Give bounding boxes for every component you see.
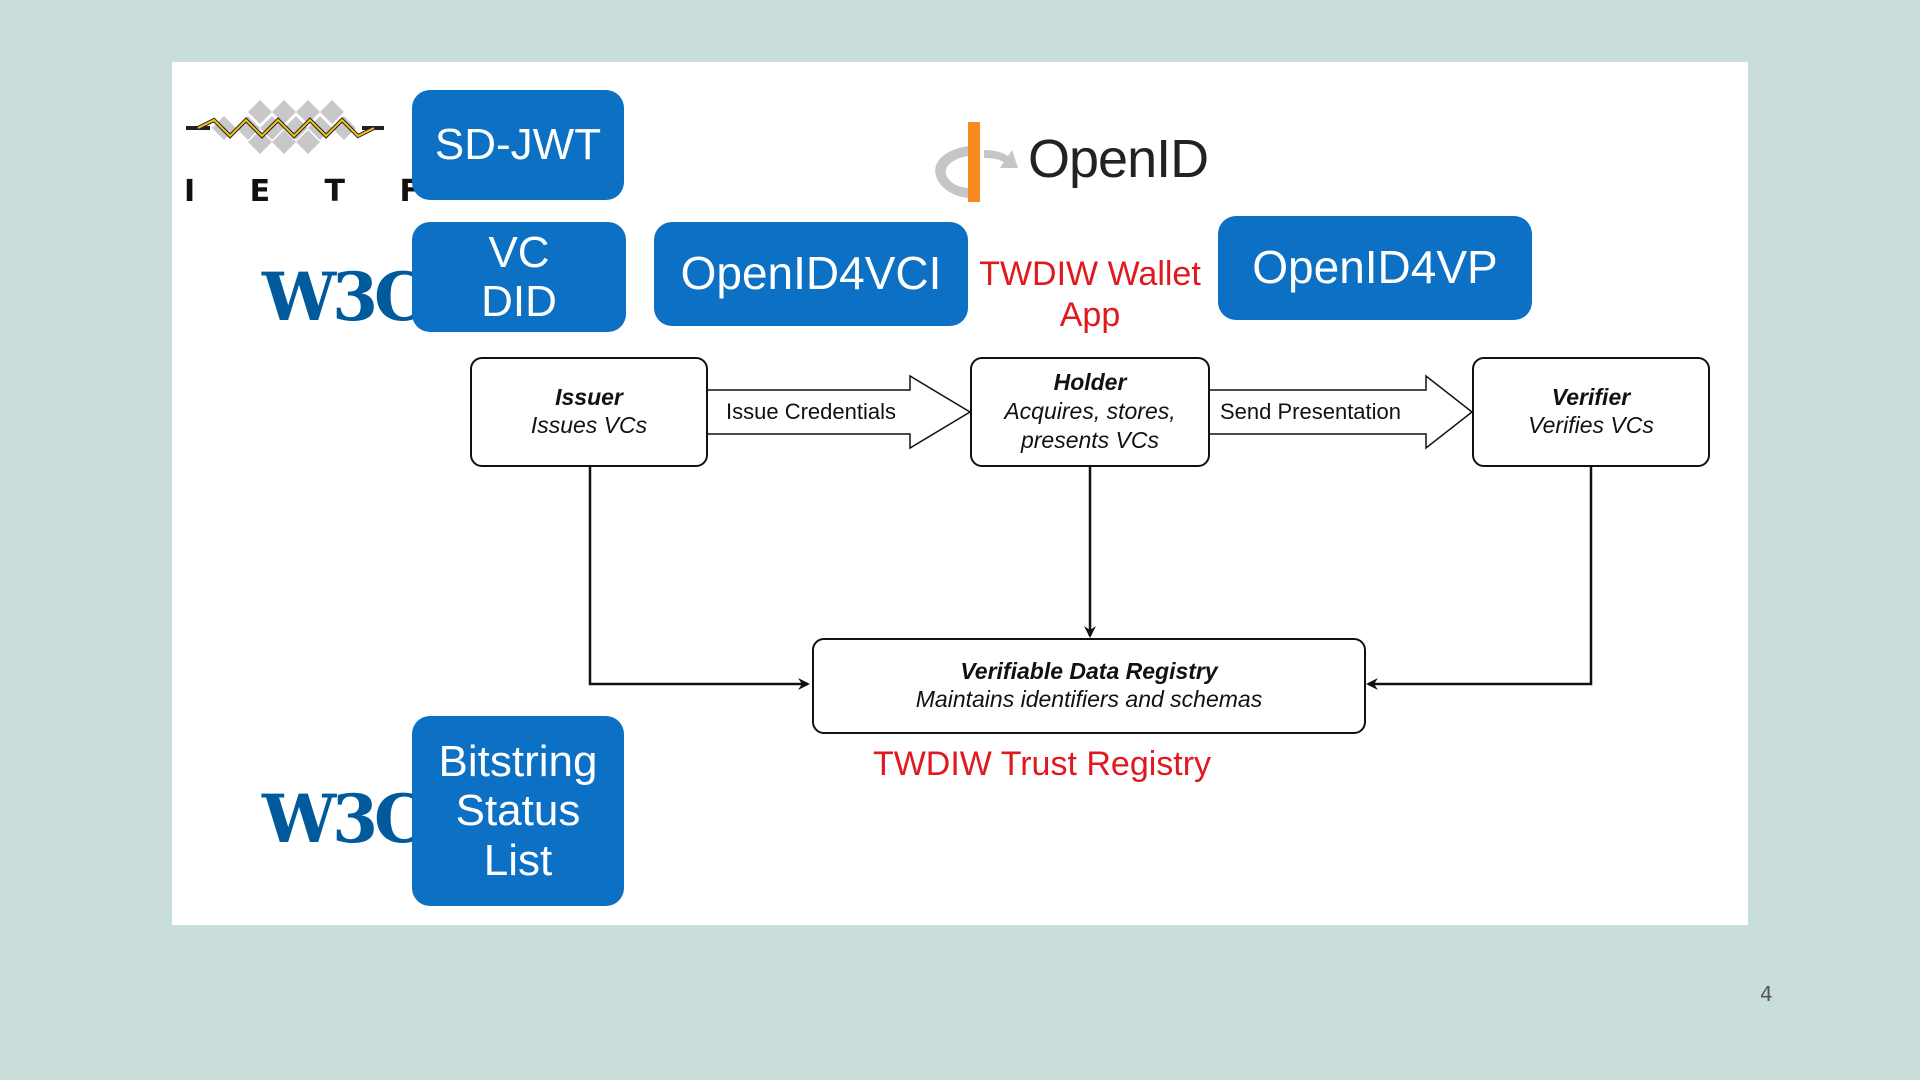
wallet-app-label: TWDIW Wallet App <box>979 255 1201 334</box>
holder-description: Acquires, stores, presents VCs <box>1004 398 1176 453</box>
vc-did-badge: VC DID <box>412 222 626 332</box>
openid-wordmark: OpenID <box>1028 129 1209 189</box>
issuer-node: Issuer Issues VCs <box>470 357 708 467</box>
bitstring-status-list-badge: Bitstring Status List <box>412 716 624 906</box>
issuer-registry-connector <box>588 466 810 690</box>
verifier-node: Verifier Verifies VCs <box>1472 357 1710 467</box>
trust-registry-label: TWDIW Trust Registry <box>872 745 1212 783</box>
page-number: 4 <box>1760 982 1773 1006</box>
holder-title: Holder <box>1053 369 1127 396</box>
w3c-wordmark: W3C <box>262 258 427 336</box>
verifier-title: Verifier <box>1551 383 1631 410</box>
verifier-description: Verifies VCs <box>1528 412 1654 439</box>
ietf-letters: I E T F <box>184 174 442 209</box>
openid4vp-badge: OpenID4VP <box>1218 216 1532 320</box>
sd-jwt-badge: SD-JWT <box>412 90 624 200</box>
send-presentation-label: Send Presentation <box>1220 399 1402 424</box>
w3c-wordmark: W3C <box>262 780 427 858</box>
registry-title: Verifiable Data Registry <box>960 657 1218 684</box>
openid4vci-badge: OpenID4VCI <box>654 222 968 326</box>
slide-canvas: I E T F W3C W3C OpenID SD-JWT VC DID Ope… <box>172 62 1748 925</box>
issuer-title: Issuer <box>555 383 623 410</box>
verifier-registry-connector <box>1366 466 1593 690</box>
w3c-logo-top: W3C <box>262 252 427 342</box>
holder-node: Holder Acquires, stores, presents VCs <box>970 357 1210 467</box>
ietf-logo: I E T F <box>184 90 442 210</box>
openid-logo: OpenID <box>922 110 1252 210</box>
w3c-logo-bottom: W3C <box>262 774 427 864</box>
issuer-description: Issues VCs <box>530 412 648 439</box>
verifiable-data-registry-node: Verifiable Data Registry Maintains ident… <box>812 638 1366 734</box>
registry-description: Maintains identifiers and schemas <box>915 686 1263 713</box>
issue-credentials-label: Issue Credentials <box>726 399 896 424</box>
